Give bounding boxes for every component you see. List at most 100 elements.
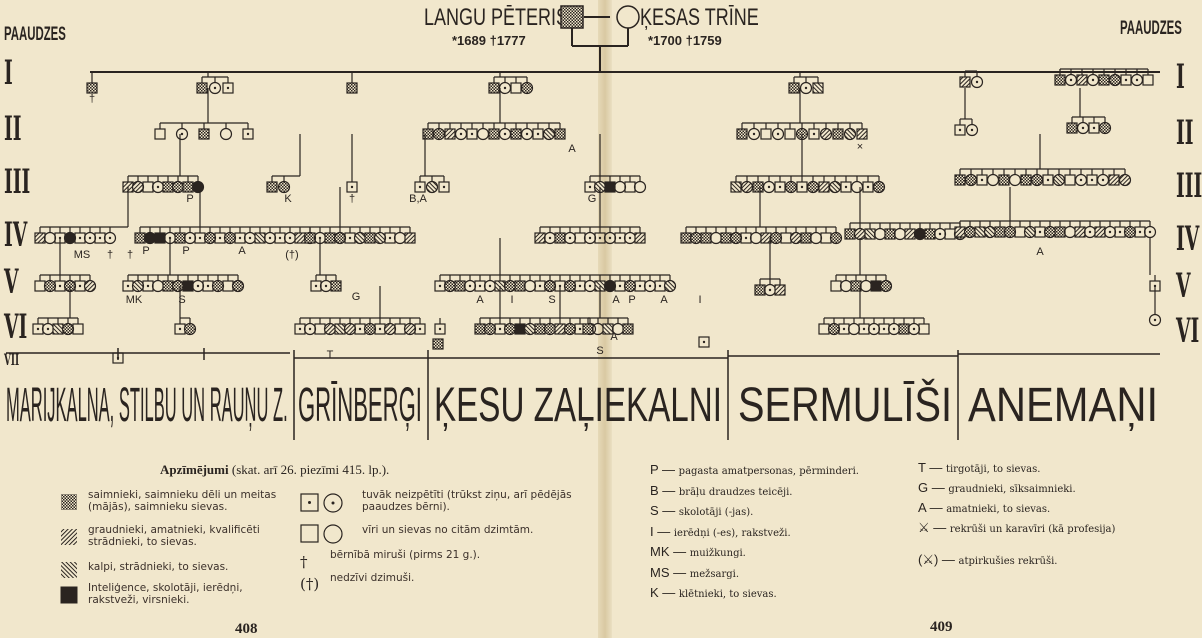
- male-symbol: [74, 232, 86, 244]
- tree-annotation: S: [178, 294, 185, 306]
- male-symbol: [554, 128, 566, 140]
- tree-annotation: P: [142, 245, 149, 257]
- female-symbol: [223, 231, 237, 245]
- female-symbol: [819, 127, 833, 141]
- male-symbol: [622, 323, 634, 335]
- male-symbol: [72, 323, 84, 335]
- female-symbol: [964, 173, 978, 187]
- male-symbol: [976, 174, 988, 186]
- female-symbol: [43, 231, 57, 245]
- progenitor-couple: [560, 5, 640, 72]
- female-symbol: [483, 279, 497, 293]
- male-symbol: [354, 323, 366, 335]
- abbreviation-code: T: [918, 460, 926, 475]
- male-symbol: [820, 232, 832, 244]
- female-symbol: [1118, 173, 1132, 187]
- female-symbol: [623, 279, 637, 293]
- male-symbol: [594, 232, 606, 244]
- female-symbol: [425, 180, 439, 194]
- male-symbol: [830, 280, 842, 292]
- progenitor-female-dates: *1700 †1759: [648, 33, 722, 48]
- generation-numeral-right: IV: [1176, 219, 1200, 259]
- female-symbol: [1064, 73, 1078, 87]
- male-symbol: [959, 76, 971, 88]
- female-symbol: [828, 180, 842, 194]
- male-symbol: [254, 232, 266, 244]
- female-symbol: [103, 231, 117, 245]
- bracketed-cross-icon: (†): [300, 575, 320, 593]
- male-symbol: [344, 232, 356, 244]
- male-symbol: [532, 128, 544, 140]
- dash-separator: —: [929, 520, 950, 535]
- female-symbol: [603, 231, 617, 245]
- male-symbol: [856, 128, 868, 140]
- male-symbol: [1134, 226, 1146, 238]
- page-number-right: 409: [930, 619, 953, 635]
- male-symbol: [634, 280, 646, 292]
- male-symbol: [870, 280, 882, 292]
- female-symbol: [643, 279, 657, 293]
- female-symbol: [583, 231, 597, 245]
- dash-separator: —: [925, 460, 946, 475]
- male-symbol: [514, 323, 526, 335]
- male-symbol: [1066, 122, 1078, 134]
- male-symbol: [474, 323, 486, 335]
- male-symbol: [1054, 74, 1066, 86]
- female-symbol: [476, 127, 490, 141]
- male-symbol: [534, 232, 546, 244]
- female-symbol: [243, 231, 257, 245]
- male-symbol: [488, 82, 500, 94]
- abbreviation-meaning: klētnieki, to sievas.: [678, 589, 777, 600]
- female-symbol: [463, 279, 477, 293]
- male-symbol: [736, 128, 748, 140]
- male-symbol: [698, 336, 710, 348]
- tree-annotation: A: [610, 331, 618, 343]
- generation-numeral-left: V: [4, 262, 19, 302]
- male-symbol: [74, 280, 86, 292]
- legend-abbreviation: MS — mežsargi.: [650, 565, 739, 580]
- dash-separator: —: [925, 500, 947, 515]
- female-symbol: [853, 227, 867, 241]
- male-symbol: [514, 280, 526, 292]
- female-symbol: [827, 322, 841, 336]
- female-symbol: [1063, 225, 1077, 239]
- female-symbol: [503, 322, 517, 336]
- branch-name-kesu-zaliekalni: ĶESU ZAĻIEKALNI: [434, 379, 722, 432]
- male-symbol: [34, 280, 46, 292]
- legend-title: Apzīmējumi (skat. arī 26. piezīmi 415. l…: [160, 462, 389, 478]
- empty-square-circle-icon: [300, 524, 352, 548]
- male-symbol: [154, 232, 166, 244]
- male-symbol: [414, 181, 426, 193]
- female-symbol: [747, 127, 761, 141]
- female-symbol: [151, 279, 165, 293]
- generation-numeral-right: VI: [1176, 311, 1200, 351]
- female-symbol: [1030, 173, 1044, 187]
- tree-annotation: P: [182, 245, 189, 257]
- female-symbol: [769, 231, 783, 245]
- legend-abbreviation: ⚔ — rekrūši un karavīri (kā profesija): [918, 520, 1115, 536]
- dotted-square-circle-icon: [300, 493, 352, 517]
- female-symbol: [543, 231, 557, 245]
- male-symbol: [760, 128, 772, 140]
- male-symbol: [488, 128, 500, 140]
- female-symbol: [61, 322, 75, 336]
- legend-symbol-description: tuvāk neizpētīti (trūkst ziņu, arī pēdēj…: [362, 489, 572, 513]
- female-symbol: [740, 180, 754, 194]
- female-symbol: [1008, 173, 1022, 187]
- female-symbol: [1052, 173, 1066, 187]
- female-symbol: [498, 81, 512, 95]
- female-symbol: [523, 322, 537, 336]
- male-symbol: [334, 323, 346, 335]
- male-symbol: [1120, 74, 1132, 86]
- male-symbol: [198, 128, 210, 140]
- tree-annotation: I: [698, 294, 701, 306]
- female-symbol: [208, 81, 222, 95]
- male-symbol: [634, 232, 646, 244]
- male-symbol: [924, 228, 936, 240]
- female-symbol: [523, 279, 537, 293]
- female-symbol: [303, 322, 317, 336]
- female-symbol: [1023, 225, 1037, 239]
- female-symbol: [498, 127, 512, 141]
- male-symbol: [414, 323, 426, 335]
